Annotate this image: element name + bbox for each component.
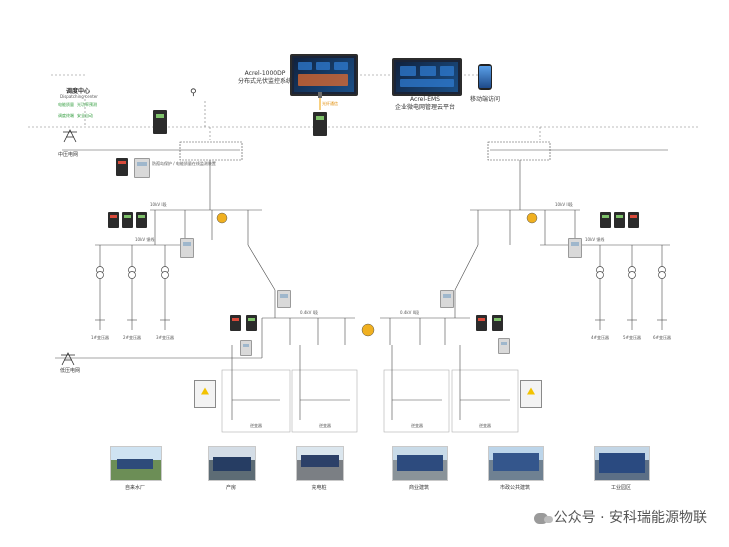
low-bus-right-label: 0.4kV II段: [400, 310, 420, 315]
busbar-left-label: 10kV I段: [150, 202, 167, 207]
feeder-tag-right: 10kV 馈线: [585, 237, 605, 242]
central-relay-2: [246, 315, 257, 331]
relay-right-3: [628, 212, 639, 228]
site-photo-factory: [208, 446, 256, 481]
weather-station-icon: ⚲: [190, 88, 197, 98]
relay-left-2: [122, 212, 133, 228]
relay-right-2: [614, 212, 625, 228]
site-photo-public: [488, 446, 544, 481]
central-meter-right: [440, 290, 454, 308]
mobile-label: 移动端访问: [469, 96, 501, 103]
combiner-cabinet-right: [520, 380, 542, 408]
dispatch-item: 调度终端: [58, 113, 74, 118]
site-label: 工业园区: [610, 485, 632, 491]
meter-right: [568, 238, 582, 258]
low-bus-left-label: 0.4kV I段: [300, 310, 318, 315]
mobile-phone-icon: [478, 64, 492, 90]
ems-subtitle: 企业微电网管理云平台: [394, 104, 456, 111]
watermark: 公众号 · 安科瑞能源物联: [533, 507, 707, 527]
dispatch-item: 光功率预测: [77, 102, 97, 107]
site-label: 充电桩: [311, 485, 327, 491]
transformer-label: 2#变压器: [123, 335, 141, 340]
lv-meter-right: [498, 338, 510, 354]
ems-monitor: [392, 58, 462, 96]
lv-meter-left: [240, 340, 252, 356]
low-voltage-grid-label: 低压电网: [60, 368, 81, 374]
inverter-label: 逆变器: [411, 423, 423, 428]
central-meter-left: [277, 290, 291, 308]
site-photo-water-plant: [110, 446, 162, 481]
watermark-text: 公众号 · 安科瑞能源物联: [553, 510, 707, 526]
feeder-tag-left: 10kV 馈线: [135, 237, 155, 242]
site-photo-commercial: [392, 446, 448, 481]
site-label: 产房: [225, 485, 237, 491]
inverter-label: 逆变器: [479, 423, 491, 428]
dispatch-item: 安全自动: [77, 113, 93, 118]
inverter-label: 逆变器: [319, 423, 331, 428]
transformer-label: 5#变压器: [623, 335, 641, 340]
central-relay-3: [476, 315, 487, 331]
scada-subtitle: 分布式光伏监控系统: [237, 78, 293, 85]
protection-relay: [116, 158, 128, 176]
site-label: 自来水厂: [124, 485, 146, 491]
gateway-device: [153, 110, 167, 134]
scada-title: Acrel-1000DP: [244, 70, 286, 77]
dispatch-title: 调度中心: [66, 88, 91, 95]
relay-left-3: [136, 212, 147, 228]
protection-note: 防孤岛保护 / 电能质量在线监测装置: [152, 161, 216, 166]
transformer-label: 4#变压器: [591, 335, 609, 340]
busbar-right-label: 10kV II段: [555, 202, 573, 207]
combiner-cabinet-left: [194, 380, 216, 408]
wechat-icon: [533, 512, 553, 524]
site-photo-industrial: [594, 446, 650, 481]
central-relay-4: [492, 315, 503, 331]
scada-monitor: [290, 54, 358, 96]
power-meter: [134, 158, 150, 178]
dispatch-subtitle: Dispatching center: [60, 94, 98, 99]
relay-left-1: [108, 212, 119, 228]
mid-voltage-grid-label: 中压电网: [58, 152, 79, 158]
inverter-label: 逆变器: [250, 423, 262, 428]
central-relay-1: [230, 315, 241, 331]
link-label: 光纤通信: [322, 101, 338, 106]
meter-left: [180, 238, 194, 258]
monitor-stand: [318, 92, 322, 98]
site-photo-charging: [296, 446, 344, 481]
site-label: 市政公共建筑: [499, 485, 531, 491]
transformer-label: 6#变压器: [653, 335, 671, 340]
transformer-label: 3#变压器: [156, 335, 174, 340]
relay-right-1: [600, 212, 611, 228]
transformer-label: 1#变压器: [91, 335, 109, 340]
ems-title: Acrel-EMS: [410, 96, 440, 103]
server-device: [313, 112, 327, 136]
dispatch-item: 电能质量: [58, 102, 74, 107]
site-label: 商业建筑: [408, 485, 430, 491]
